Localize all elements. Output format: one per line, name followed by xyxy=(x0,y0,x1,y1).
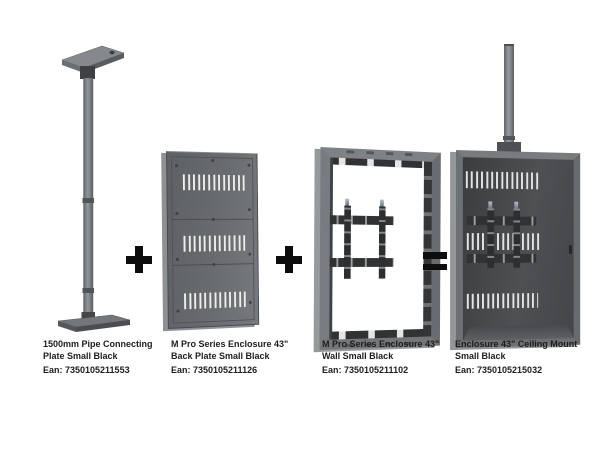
vent-slots-row xyxy=(183,235,249,252)
vesa-rail-horizontal xyxy=(466,216,537,226)
product-name-line1: Enclosure 43" Ceiling Mount xyxy=(455,339,578,349)
pipe-collar xyxy=(82,198,94,203)
side-slot xyxy=(569,245,572,254)
product-label-ceiling-mount: Enclosure 43" Ceiling Mount Small Black … xyxy=(455,339,595,377)
pipe-connecting-plate-illustration xyxy=(57,45,131,332)
vesa-rail-horizontal xyxy=(466,253,537,263)
wall-enclosure-illustration xyxy=(319,147,441,351)
pipe-mount-plate xyxy=(497,142,521,152)
plus-icon xyxy=(276,246,302,273)
ceiling-pipe xyxy=(503,44,515,152)
vent-slots-row xyxy=(465,171,539,190)
vent-slots-row xyxy=(182,174,248,191)
vesa-rail-vertical xyxy=(343,205,352,279)
product-ean: Ean: 7350105211553 xyxy=(43,365,130,375)
back-plate-illustration xyxy=(166,150,260,329)
plus-icon xyxy=(126,246,152,273)
product-name-line1: M Pro Series Enclosure 43" xyxy=(171,339,289,349)
vent-slots-row xyxy=(466,233,541,250)
frame-slots xyxy=(334,149,422,157)
vesa-rail-vertical xyxy=(487,208,495,268)
product-ean: Ean: 7350105211102 xyxy=(322,365,409,375)
vent-slots-row xyxy=(466,293,539,309)
product-name-line2: Back Plate Small Black xyxy=(171,350,270,361)
connecting-plate xyxy=(57,314,131,332)
equals-icon xyxy=(423,252,447,271)
product-label-pipe: 1500mm Pipe Connecting Plate Small Black… xyxy=(43,339,183,377)
vent-slots-row xyxy=(184,291,249,310)
product-label-back-plate: M Pro Series Enclosure 43" Back Plate Sm… xyxy=(171,339,311,377)
panel-seam xyxy=(172,218,253,220)
pipe xyxy=(83,77,94,317)
product-name-line1: 1500mm Pipe Connecting xyxy=(43,339,153,349)
product-ean: Ean: 7350105211126 xyxy=(171,365,258,375)
product-name-line1: M Pro Series Enclosure 43" xyxy=(322,339,440,349)
top-pipe-bracket xyxy=(80,66,95,79)
vesa-rail-vertical xyxy=(513,208,521,268)
product-name-line2: Plate Small Black xyxy=(43,350,118,361)
product-name-line2: Small Black xyxy=(455,350,506,361)
product-name-line2: Wall Small Black xyxy=(322,350,394,361)
ceiling-enclosure-illustration xyxy=(456,150,581,348)
product-label-wall-enclosure: M Pro Series Enclosure 43" Wall Small Bl… xyxy=(322,339,462,377)
screw-dots xyxy=(174,164,178,167)
vesa-rail-vertical xyxy=(378,206,386,279)
product-ean: Ean: 7350105215032 xyxy=(455,365,543,375)
inner-lip-left xyxy=(329,157,334,340)
inner-lip-top xyxy=(330,157,432,169)
inner-lip-right xyxy=(423,161,432,337)
pipe-collar xyxy=(82,288,94,293)
